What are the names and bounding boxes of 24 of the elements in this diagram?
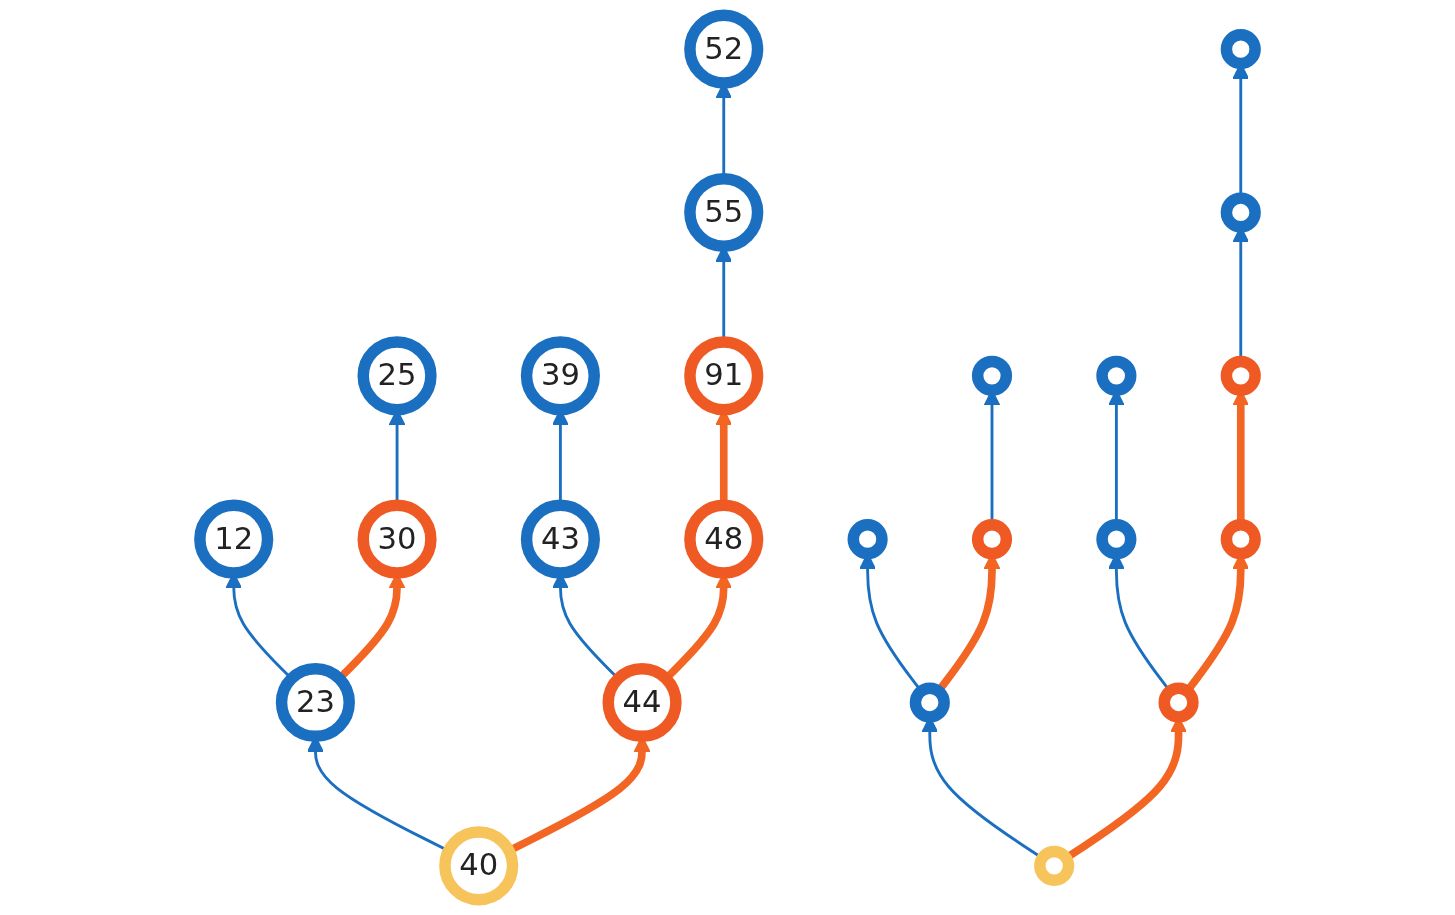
- node-circle: 23: [275, 662, 355, 743]
- node-circle: 25: [357, 336, 437, 416]
- node-circle: 40: [439, 826, 519, 906]
- node-circle: 52: [684, 9, 764, 89]
- node-circle: [971, 355, 1013, 396]
- node-circle: [1220, 519, 1261, 560]
- node-circle: 91: [684, 336, 764, 416]
- node-circle: 12: [194, 499, 274, 579]
- node-circle: 30: [357, 499, 437, 579]
- node-circle: [847, 519, 888, 560]
- node-circle: [909, 682, 950, 723]
- node-circle: [1158, 682, 1199, 723]
- node-circle: [1096, 519, 1137, 560]
- node-circle: 55: [684, 172, 764, 253]
- node-circle: 44: [602, 662, 682, 743]
- node-circle: 43: [520, 499, 600, 579]
- node-circle: [1220, 29, 1261, 70]
- node-circle: 48: [684, 499, 764, 579]
- node-circle: [1220, 192, 1261, 233]
- node-circle: [1096, 355, 1137, 396]
- node-circle: [1034, 845, 1075, 886]
- node-circle: 39: [520, 336, 600, 416]
- node-circle: [971, 519, 1013, 560]
- node-circle: [1220, 355, 1261, 396]
